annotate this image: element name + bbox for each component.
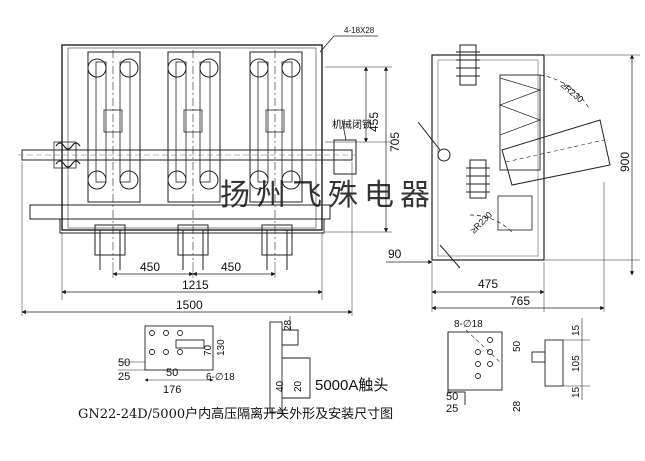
dl-d25: 25	[118, 371, 130, 383]
dl-d50a: 50	[118, 357, 130, 369]
radius-lower: ≥R230	[468, 210, 494, 236]
dim-side-height: 900	[618, 152, 632, 172]
pole-2	[167, 50, 221, 270]
dim-side-offset: 90	[388, 247, 402, 261]
detail-left	[118, 316, 311, 413]
dr-d25: 25	[446, 403, 458, 415]
dim-height-outer: 705	[388, 132, 402, 152]
dr-d105: 105	[571, 355, 582, 372]
dim-pitch-right: 450	[221, 260, 241, 274]
pole-1	[87, 50, 141, 270]
dr-d15-top: 15	[571, 324, 582, 336]
spring-icon	[53, 141, 81, 169]
drawing-caption: GN22-24D/5000户内高压隔离开关外形及安装尺寸图	[78, 406, 393, 422]
dr-d50-side: 50	[512, 340, 523, 352]
dl-d40: 40	[275, 380, 286, 392]
dr-d50: 50	[446, 391, 458, 403]
pole-3	[249, 50, 303, 270]
dl-d50b: 50	[166, 367, 178, 379]
insulator-lower-icon	[466, 159, 490, 199]
dim-inner-width: 1215	[182, 278, 209, 292]
hole-note: 4-18X28	[344, 26, 375, 35]
side-view	[386, 44, 640, 312]
dim-side-depth-inner: 475	[478, 277, 498, 291]
dim-pitch-left: 450	[140, 260, 160, 274]
dl-top-28: 28	[283, 319, 294, 331]
front-view	[18, 35, 392, 316]
dim-overall-width: 1500	[176, 298, 203, 312]
dl-side-130: 130	[216, 339, 227, 356]
watermark: 扬州飞殊电器	[220, 178, 436, 213]
dim-side-depth-outer: 765	[510, 294, 530, 308]
dim-height-inner: 455	[367, 112, 381, 132]
radius-upper: ≥R230	[559, 80, 586, 105]
dr-d28: 28	[512, 400, 523, 412]
insulator-upper-icon	[456, 44, 480, 86]
detail-rating: 5000A触头	[315, 377, 388, 394]
dl-d20: 20	[293, 380, 304, 392]
dl-holes: 6-∅18	[206, 372, 235, 383]
dr-d15-bottom: 15	[571, 386, 582, 398]
dl-side-70: 70	[203, 344, 214, 356]
detail-right	[447, 318, 590, 405]
dl-d176: 176	[163, 384, 181, 396]
dr-holes: 8-∅18	[454, 319, 483, 330]
mechanism-label: 机械闭锁	[332, 118, 372, 131]
